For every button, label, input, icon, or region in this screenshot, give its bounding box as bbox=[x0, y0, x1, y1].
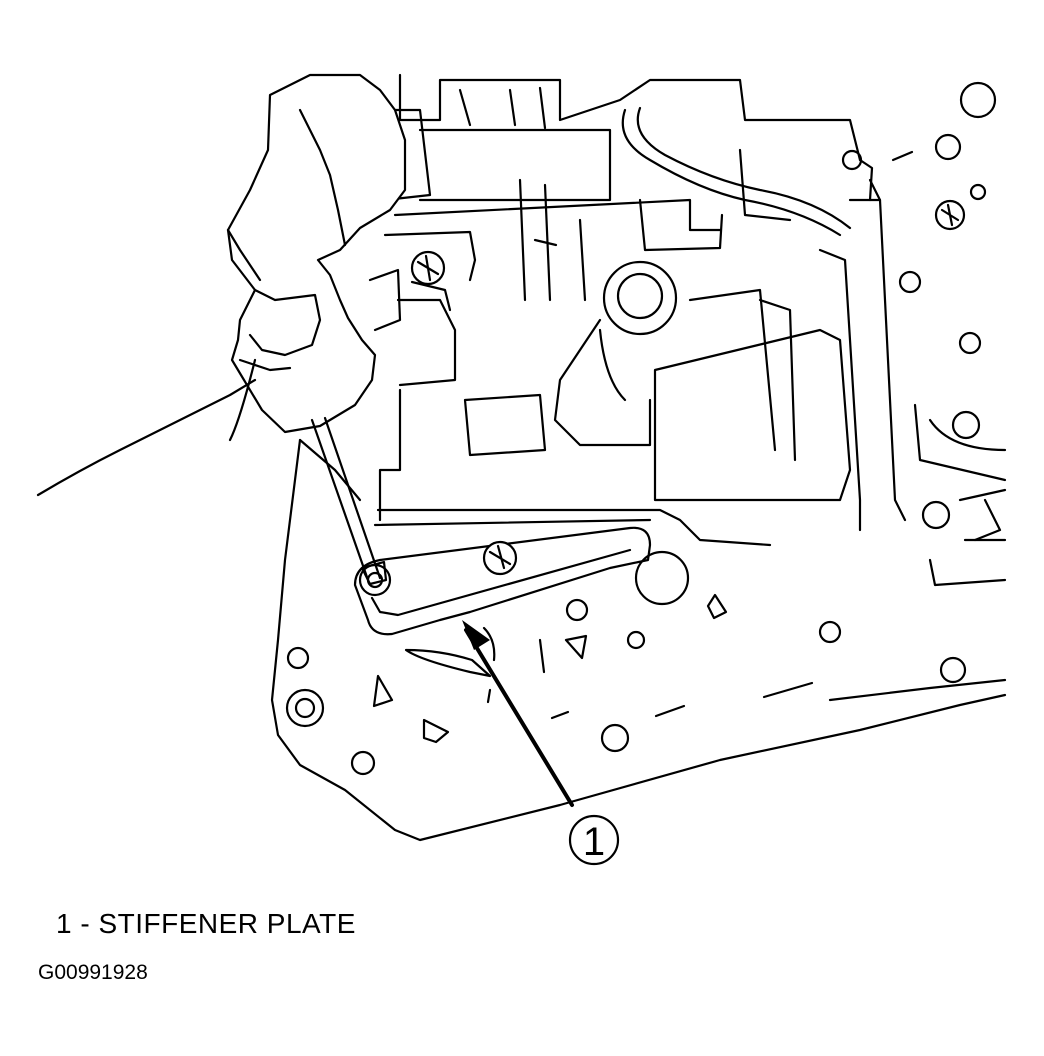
legend-item: 1 - STIFFENER PLATE bbox=[56, 908, 356, 939]
callout-1: 1 bbox=[462, 620, 620, 866]
separator-plate bbox=[270, 438, 1007, 842]
callout-leader-arrow bbox=[464, 628, 574, 807]
hand-with-screwdriver bbox=[36, 73, 407, 586]
callout-circle bbox=[568, 814, 620, 866]
stiffener-plate bbox=[353, 526, 690, 636]
figure-id: G00991928 bbox=[38, 961, 148, 984]
callout-number: 1 bbox=[583, 820, 605, 864]
valve-body bbox=[368, 73, 907, 547]
right-side-features bbox=[891, 81, 1007, 587]
arrowhead-icon bbox=[462, 620, 490, 650]
